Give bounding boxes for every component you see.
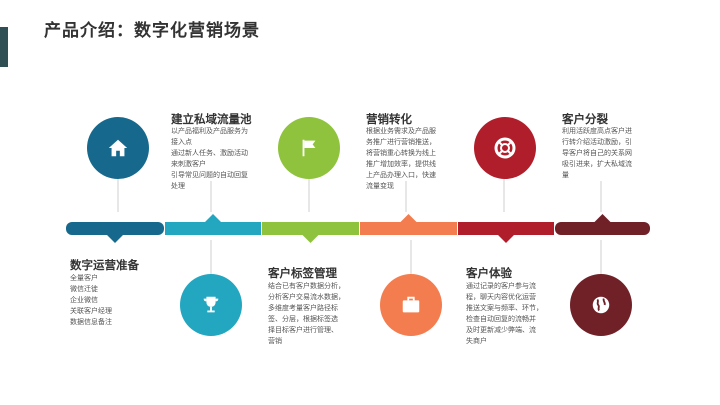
stage-5-desc-line: 检查自动回复的流畅并 [466, 315, 536, 323]
stage-6-desc-line: 导客户将自己的关系网 [562, 149, 632, 157]
globe-icon [592, 296, 610, 314]
stage-4-desc-line: 推广增加效率，提供线 [366, 160, 436, 168]
stage-6-desc-line: 量 [562, 171, 569, 179]
stage-4-desc: 根据业务需求及产品服务推广进行营销推送， 将营销重心转换为线上推广增加效率，提供线… [366, 126, 436, 192]
timeline-marker-4 [400, 214, 417, 222]
home-icon [108, 139, 128, 157]
stage-1-desc-line: 关联客户经理 [70, 307, 112, 315]
circle-stage-6 [570, 274, 632, 336]
stage-6-desc-line: 吸引进来，扩大私域流 [562, 160, 632, 168]
stage-4-desc-line: 根据业务需求及产品服 [366, 127, 436, 135]
title-accent-bar [0, 27, 8, 67]
stage-6-desc-line: 行转介绍活动激励，引 [562, 138, 632, 146]
timeline-segment-6 [555, 222, 650, 235]
stage-6-title: 客户分裂 [562, 112, 608, 126]
stage-6-desc: 利用活跃度高点客户进行转介绍活动激励，引导客户将自己的关系网吸引进来，扩大私域流… [562, 126, 632, 181]
stage-2-title: 建立私域流量池 [171, 112, 252, 126]
stage-3-desc-line: 结合已有客户数据分析， [268, 282, 345, 290]
timeline-marker-5 [498, 235, 514, 243]
timeline-segment-2 [165, 222, 261, 235]
stage-1-desc-line: 全量客户 [70, 274, 98, 282]
stage-2-desc-line: 处理 [171, 182, 185, 190]
stage-1-desc-line: 微信迁徙 [70, 285, 98, 293]
circle-stage-1 [87, 117, 149, 179]
flag-icon [302, 139, 316, 157]
trophy-icon [203, 296, 219, 313]
stage-4-desc-line: 上产品办理入口，快速 [366, 171, 436, 179]
stage-5-desc-line: 程，聊天内容优化运营 [466, 293, 536, 301]
stage-4-title: 营销转化 [366, 112, 412, 126]
stage-5-desc-line: 推送文案与频率、环节， [466, 304, 543, 312]
timeline-segment-4 [360, 222, 457, 235]
stage-3-desc-line: 分析客户交易流水数据， [268, 293, 345, 301]
stage-2-desc-line: 引导常见问题的自动回复 [171, 171, 248, 179]
stage-3-desc-line: 多维度考量客户路径标 [268, 304, 338, 312]
stage-2-desc-line: 来刺激客户 [171, 160, 206, 168]
stage-1-title: 数字运营准备 [70, 258, 139, 272]
stage-6-desc-line: 利用活跃度高点客户进 [562, 127, 632, 135]
timeline-marker-6 [594, 214, 611, 222]
timeline-segment-3 [262, 222, 359, 235]
timeline-marker-2 [205, 214, 221, 222]
stage-2-desc-line: 以产品福利及产品服务为 [171, 127, 248, 135]
stage-5-desc-line: 通过记录的客户参与流 [466, 282, 536, 290]
circle-stage-4 [380, 274, 442, 336]
stage-5-desc: 通过记录的客户参与流程，聊天内容优化运营推送文案与频率、环节， 检查自动回复的流畅… [466, 281, 543, 347]
briefcase-icon [402, 296, 420, 313]
circle-stage-5 [474, 117, 536, 179]
timeline-marker-1 [107, 235, 123, 243]
timeline-marker-3 [302, 235, 319, 243]
stage-2-desc-line: 接入点 [171, 138, 192, 146]
timeline-segment-5 [458, 222, 554, 235]
stage-1-desc: 全量客户微信迁徙企业微信关联客户经理数据信息备注 [70, 273, 112, 328]
stage-5-desc-line: 失商户 [466, 337, 487, 345]
timeline-segment-1 [66, 222, 164, 235]
stage-2-desc-line: 通过新人任务、激励活动 [171, 149, 248, 157]
stage-5-desc-line: 及时更新减少弊端、流 [466, 326, 536, 334]
stage-1-desc-line: 企业微信 [70, 296, 98, 304]
stage-1-desc-line: 数据信息备注 [70, 318, 112, 326]
circle-stage-2 [180, 274, 242, 336]
stage-3-desc: 结合已有客户数据分析， 分析客户交易流水数据， 多维度考量客户路径标签、分层，根据标… [268, 281, 345, 347]
page-title: 产品介绍：数字化营销场景 [44, 21, 260, 41]
stage-4-desc-line: 流量变现 [366, 182, 394, 190]
stage-2-desc: 以产品福利及产品服务为接入点通过新人任务、激励活动来刺激客户引导常见问题的自动回… [171, 126, 248, 192]
lifebuoy-icon [494, 137, 516, 159]
stage-5-title: 客户体验 [466, 266, 512, 280]
circle-stage-3 [278, 117, 340, 179]
stage-4-desc-line: 务推广进行营销推送， [366, 138, 436, 146]
stage-3-desc-line: 择目标客户进行管理、 [268, 326, 338, 334]
stage-4-desc-line: 将营销重心转换为线上 [366, 149, 436, 157]
stage-3-title: 客户标签管理 [268, 266, 337, 280]
stage-3-desc-line: 签、分层，根据标签选 [268, 315, 338, 323]
stage-3-desc-line: 营销 [268, 337, 282, 345]
